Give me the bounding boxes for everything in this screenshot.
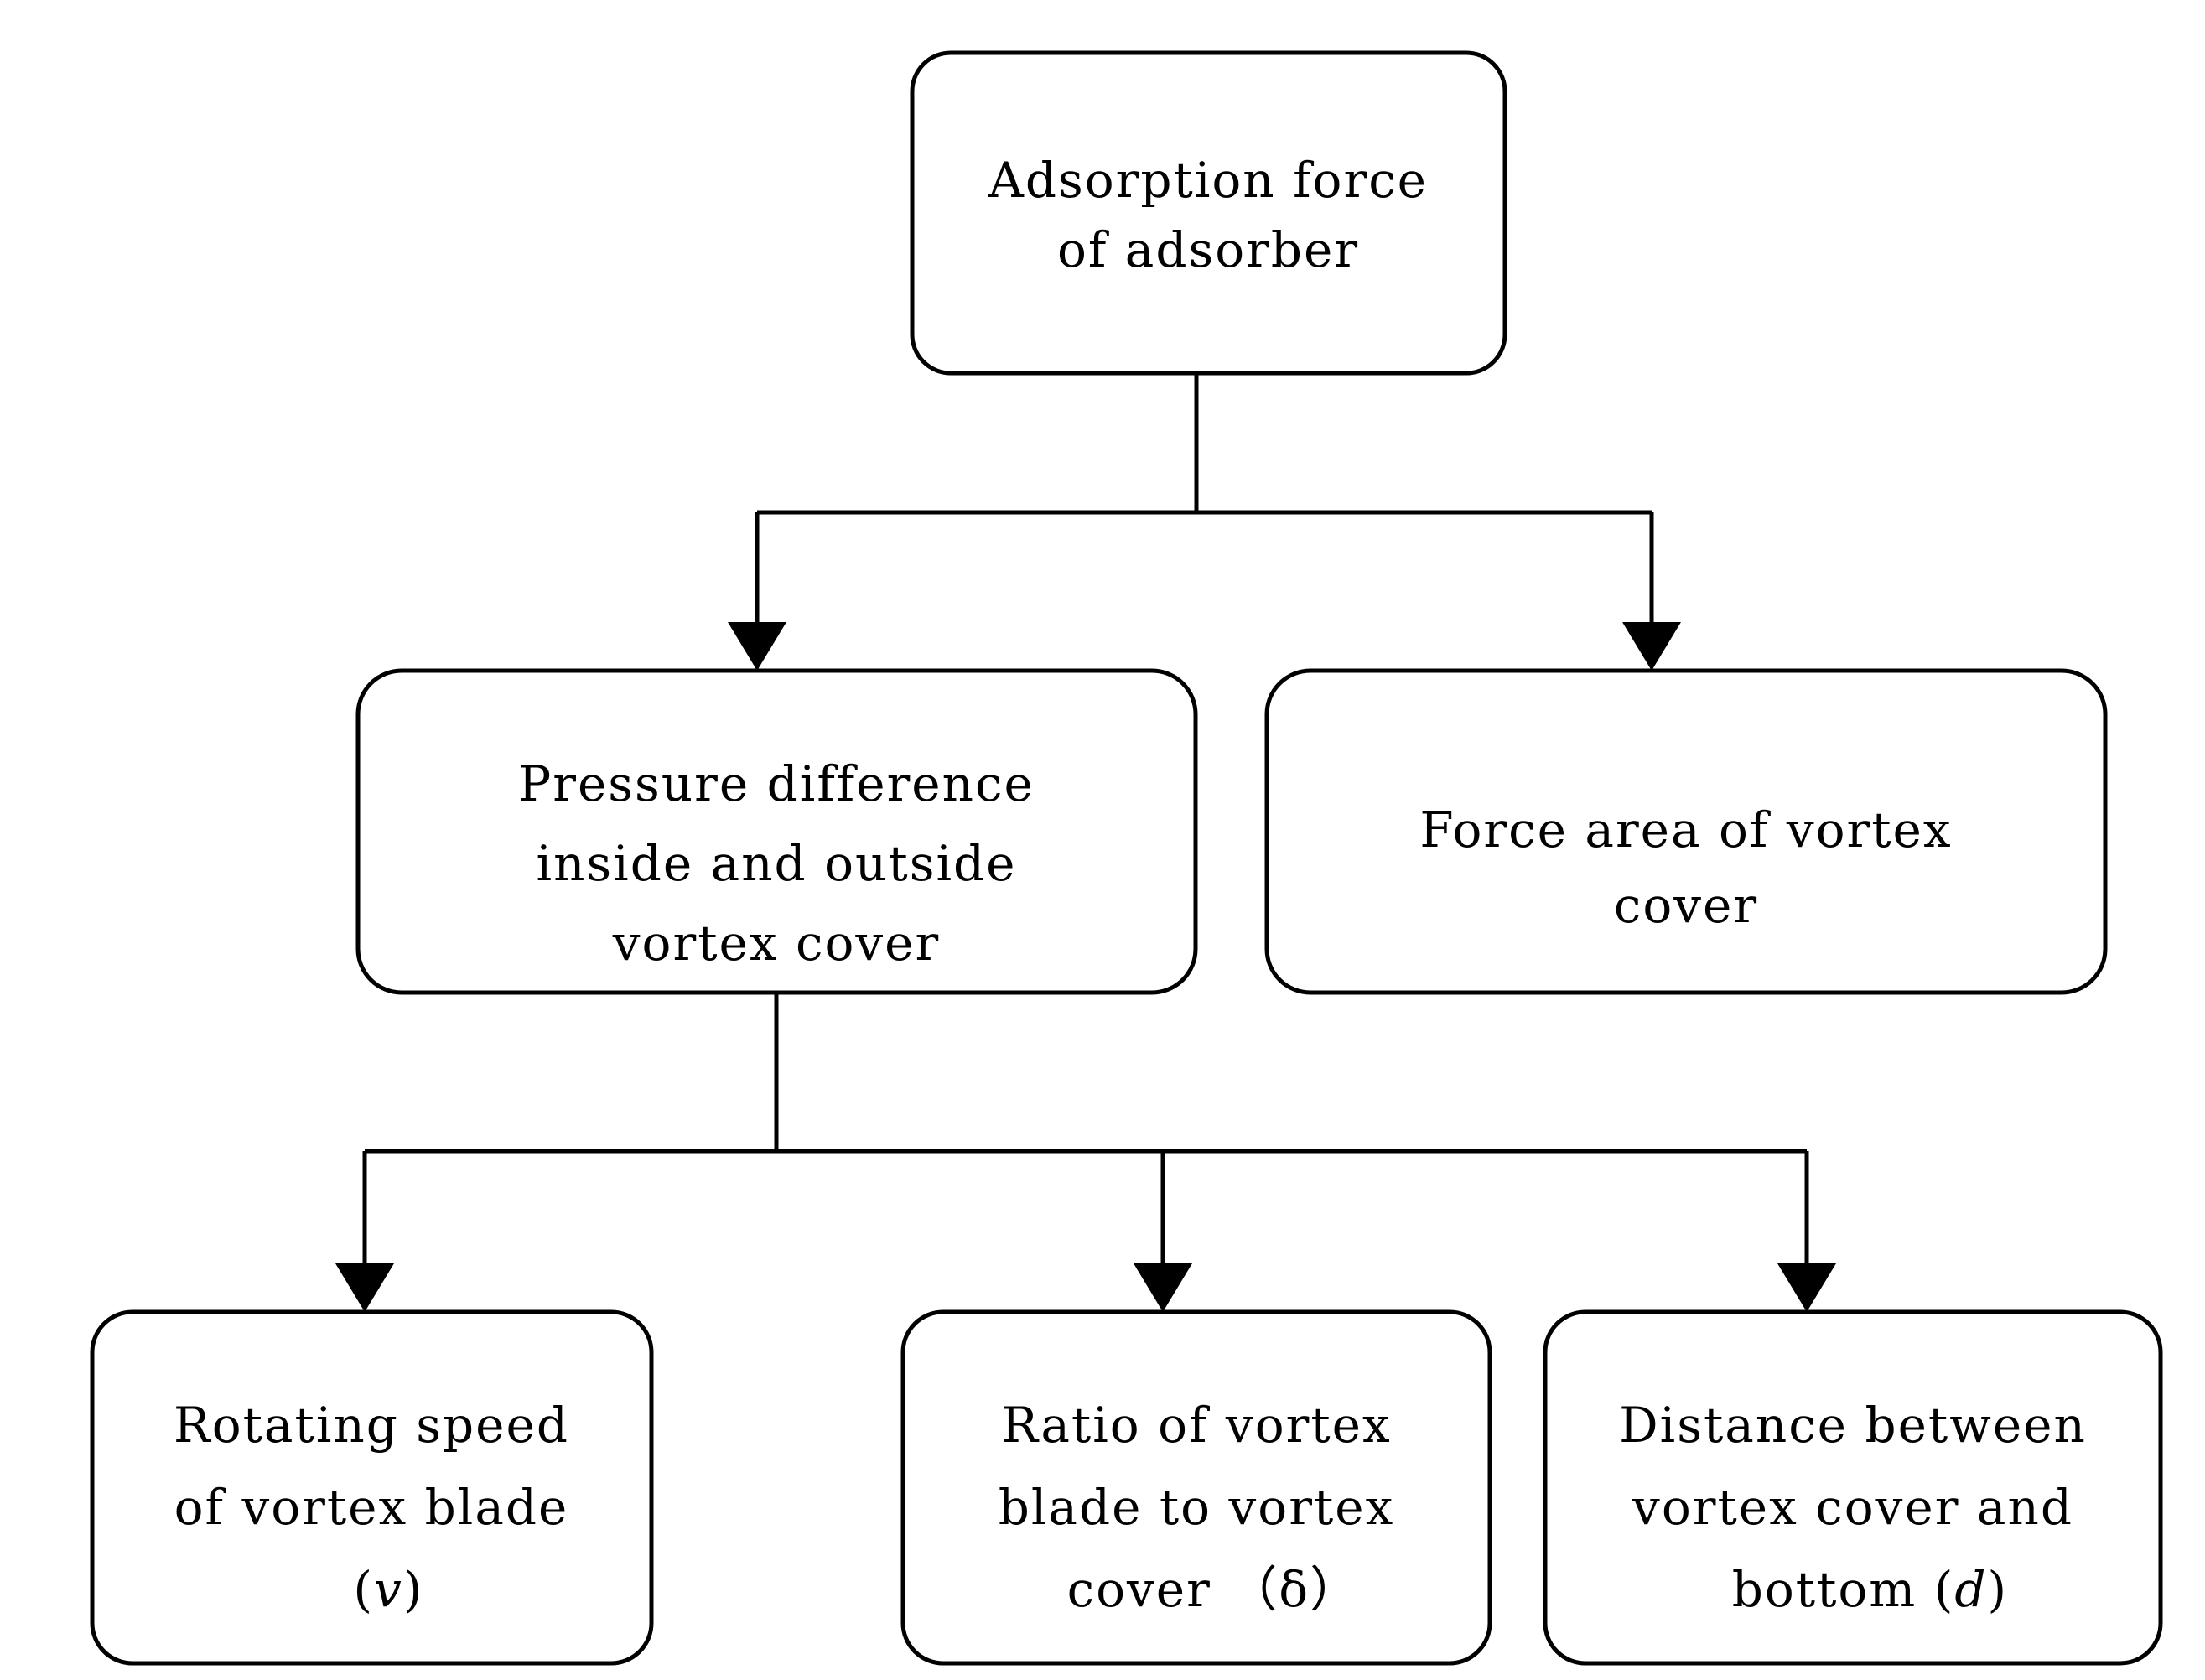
node-label-force-area-line1: Force area of vortex bbox=[1419, 801, 1952, 858]
node-box-blade-cover-ratio[interactable] bbox=[900, 1309, 1492, 1666]
node-label-pressure-difference-line1: Pressure difference bbox=[518, 755, 1035, 812]
arrowhead-icon bbox=[1622, 622, 1681, 671]
node-box-adsorption-force[interactable] bbox=[910, 50, 1507, 376]
node-label-adsorption-force-line2: of adsorber bbox=[1057, 221, 1359, 278]
node-label-rotating-speed-line2: of vortex blade bbox=[174, 1479, 569, 1536]
node-label-pressure-difference-line2: inside and outside bbox=[537, 835, 1017, 892]
distance-line3-prefix: bottom bbox=[1732, 1561, 1934, 1618]
node-label-rotating-speed-line3: (v) bbox=[199, 1561, 543, 1618]
node-rotating-speed[interactable]: Rotating speed of vortex blade (v) bbox=[90, 1309, 654, 1666]
node-label-cover-bottom-distance-line3: bottom (d) bbox=[1578, 1561, 2128, 1618]
node-label-blade-cover-ratio-line3: cover （δ） bbox=[913, 1561, 1481, 1618]
node-cover-bottom-distance[interactable]: Distance between vortex cover and bottom… bbox=[1543, 1309, 2163, 1666]
node-label-blade-cover-ratio-line2: blade to vortex bbox=[999, 1479, 1395, 1536]
node-label-force-area-line2: cover bbox=[1614, 877, 1758, 934]
paren-open: ( bbox=[353, 1561, 374, 1618]
node-label-cover-bottom-distance-line2: vortex cover and bbox=[1632, 1479, 2073, 1536]
ratio-line3-prefix: cover bbox=[1067, 1561, 1229, 1618]
paren-close: ) bbox=[403, 1561, 424, 1618]
arrowhead-icon bbox=[335, 1263, 394, 1312]
edge-root-to-force-area bbox=[1622, 512, 1681, 671]
node-box-cover-bottom-distance[interactable] bbox=[1543, 1309, 2163, 1666]
node-pressure-difference[interactable]: Pressure difference inside and outside v… bbox=[355, 668, 1198, 995]
node-adsorption-force[interactable]: Adsorption force of adsorber bbox=[910, 50, 1507, 376]
node-box-force-area[interactable] bbox=[1264, 668, 2108, 995]
paren-open: （ bbox=[1228, 1561, 1279, 1618]
node-label-pressure-difference-line3: vortex cover bbox=[612, 915, 940, 972]
paren-close: ） bbox=[1310, 1561, 1360, 1618]
node-label-blade-cover-ratio-line1: Ratio of vortex bbox=[1001, 1397, 1391, 1454]
symbol-d: d bbox=[1954, 1561, 1987, 1618]
arrowhead-icon bbox=[1134, 1263, 1192, 1312]
edge-root-to-pressure-difference bbox=[728, 373, 1652, 671]
node-label-rotating-speed-line1: Rotating speed bbox=[174, 1397, 569, 1454]
node-box-pressure-difference[interactable] bbox=[355, 668, 1198, 995]
node-force-area[interactable]: Force area of vortex cover bbox=[1264, 668, 2108, 995]
symbol-delta: δ bbox=[1279, 1561, 1310, 1618]
node-box-rotating-speed[interactable] bbox=[90, 1309, 654, 1666]
symbol-v: v bbox=[374, 1561, 403, 1618]
edge-pressure-to-children bbox=[335, 993, 1836, 1312]
node-blade-cover-ratio[interactable]: Ratio of vortex blade to vortex cover （δ… bbox=[900, 1309, 1492, 1666]
paren-close: ) bbox=[1988, 1561, 2009, 1618]
arrowhead-icon bbox=[1777, 1263, 1836, 1312]
node-label-adsorption-force-line1: Adsorption force bbox=[988, 152, 1428, 209]
node-label-cover-bottom-distance-line1: Distance between bbox=[1619, 1397, 2087, 1454]
arrowhead-icon bbox=[728, 622, 786, 671]
paren-open: ( bbox=[1934, 1561, 1955, 1618]
